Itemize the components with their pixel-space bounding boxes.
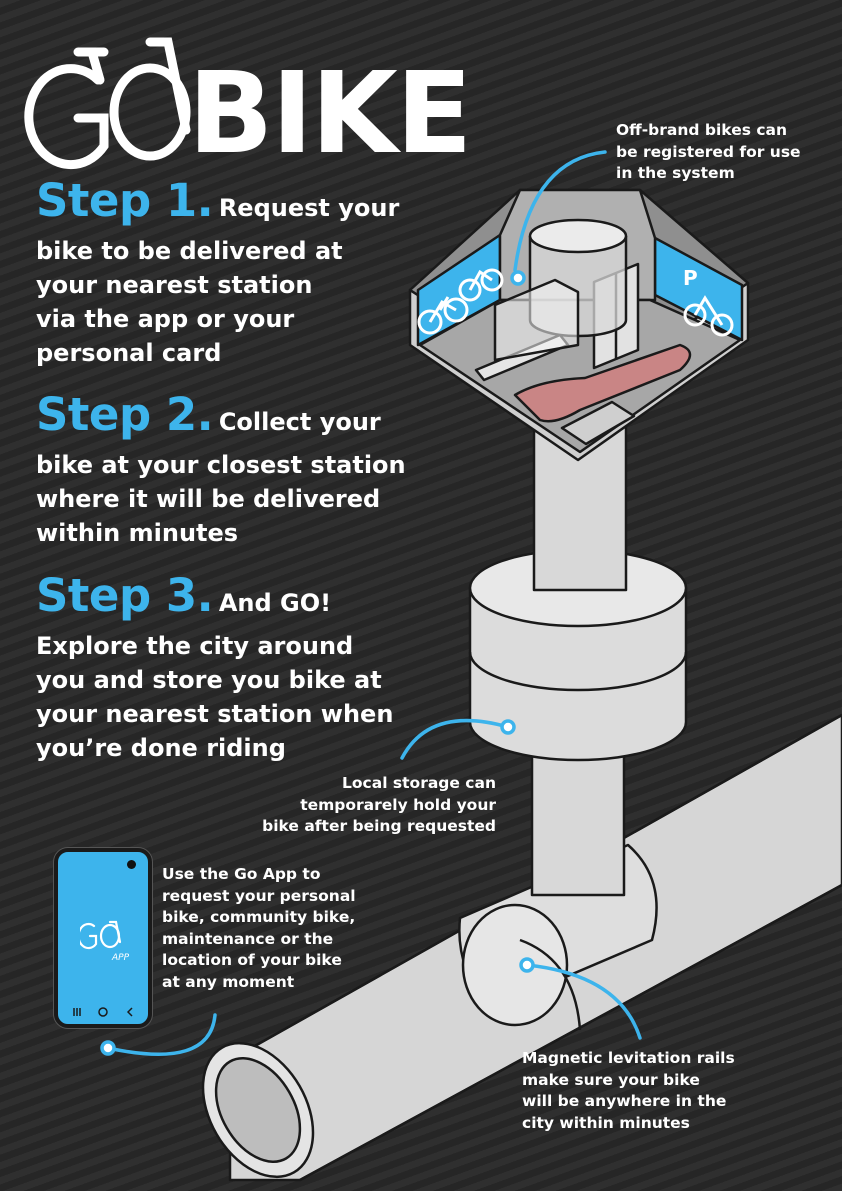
go-app-phone: APP	[54, 848, 152, 1028]
callout-line: temporarely hold your	[300, 795, 496, 814]
nav-recent-icon[interactable]	[73, 1008, 81, 1016]
svg-text:P: P	[683, 266, 698, 290]
parking-icon: P	[683, 266, 734, 337]
callout-line: bike, community bike,	[162, 908, 356, 926]
step-number: Step 1.	[36, 174, 214, 227]
callout-offbrand: Off-brand bikes can be registered for us…	[616, 120, 801, 185]
step-line: your nearest station when	[36, 700, 394, 728]
callout-line: location of your bike	[162, 951, 342, 969]
step-line: bike at your closest station	[36, 451, 406, 479]
callout-line: Use the Go App to	[162, 865, 321, 883]
leader-app	[106, 1013, 217, 1056]
step-line: personal card	[36, 339, 222, 367]
step-number: Step 2.	[36, 388, 214, 441]
step-2: Step 2. Collect your bike at your closes…	[36, 392, 406, 550]
callout-app: Use the Go App to request your personal …	[162, 864, 356, 993]
go-app-logo: APP	[80, 920, 130, 963]
callout-line: in the system	[616, 164, 735, 182]
step-lead: Collect your	[218, 408, 381, 436]
step-line: Explore the city around	[36, 632, 354, 660]
step-1: Step 1. Request your bike to be delivere…	[36, 178, 399, 370]
step-lead: And GO!	[218, 589, 332, 617]
callout-line: Magnetic levitation rails	[522, 1049, 735, 1067]
callout-line: Local storage can	[342, 774, 496, 792]
callout-line: maintenance or the	[162, 929, 334, 948]
step-line: within minutes	[36, 519, 239, 547]
callout-line: request your personal	[162, 886, 356, 905]
callout-line: will be anywhere in the	[522, 1092, 727, 1110]
step-3: Step 3. And GO! Explore the city around …	[36, 573, 393, 765]
callout-line: be registered for use	[616, 142, 801, 161]
callout-dot	[510, 270, 526, 286]
nav-home-icon[interactable]	[98, 1007, 108, 1017]
leader-storage	[400, 718, 510, 760]
station-box	[408, 188, 750, 462]
app-label: APP	[111, 953, 130, 963]
step-lead: Request your	[218, 194, 400, 222]
bicycle-icon	[417, 268, 504, 335]
leader-offbrand	[513, 150, 607, 272]
callout-dot	[500, 719, 516, 735]
callout-line: city within minutes	[522, 1113, 690, 1132]
step-line: your nearest station	[36, 271, 313, 299]
nav-back-icon[interactable]	[126, 1007, 133, 1017]
step-number: Step 3.	[36, 569, 214, 622]
callout-rails: Magnetic levitation rails make sure your…	[522, 1048, 735, 1134]
leader-rails	[525, 963, 642, 1040]
phone-camera-icon	[127, 860, 136, 869]
step-line: via the app or your	[36, 305, 295, 333]
callout-dot	[100, 1040, 116, 1056]
callout-line: Off-brand bikes can	[616, 121, 788, 139]
callout-line: bike after being requested	[262, 817, 496, 835]
logo-bike-wordmark: BIKE	[188, 49, 472, 179]
go-logo-bike	[24, 37, 191, 170]
callout-line: make sure your bike	[522, 1070, 700, 1089]
phone-nav-bar	[73, 1007, 133, 1017]
callout-dot	[519, 957, 535, 973]
step-line: where it will be delivered	[36, 485, 381, 513]
callout-storage: Local storage can temporarely hold your …	[262, 773, 496, 838]
lower-pipe	[530, 743, 626, 897]
step-line: you and store you bike at	[36, 666, 382, 694]
step-line: you’re done riding	[36, 734, 286, 762]
callout-line: at any moment	[162, 972, 295, 991]
step-line: bike to be delivered at	[36, 237, 343, 265]
